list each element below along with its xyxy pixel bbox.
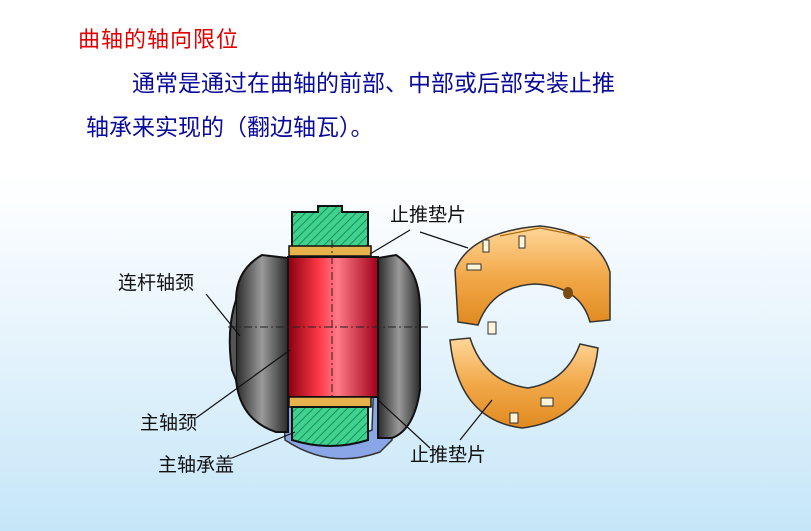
thrust-bearing-upper (454, 225, 611, 326)
slide-title: 曲轴的轴向限位 (78, 28, 240, 53)
leader-lines (195, 229, 493, 459)
label-bearing-cap: 主轴承盖 (158, 454, 235, 476)
main-journal-cylinder (228, 240, 430, 420)
label-main-journal: 主轴颈 (140, 412, 198, 434)
slide-paragraph: 通常是通过在曲轴的前部、中部或后部安装止推 轴承来实现的（翻边轴瓦）。 (70, 62, 770, 150)
left-crank-web (228, 253, 289, 433)
lower-bearing-block (288, 396, 372, 447)
label-rod-journal: 连杆轴颈 (118, 272, 195, 294)
paragraph-line-1: 通常是通过在曲轴的前部、中部或后部安装止推 (132, 71, 615, 97)
label-thrust-washer-bottom: 止推垫片 (410, 444, 487, 466)
thrust-bearing-lower (449, 321, 599, 429)
right-crank-web (377, 253, 421, 439)
paragraph-line-2: 轴承来实现的（翻边轴瓦）。 (86, 115, 374, 141)
upper-bearing-block (288, 205, 372, 257)
label-thrust-washer-top: 止推垫片 (390, 204, 467, 226)
